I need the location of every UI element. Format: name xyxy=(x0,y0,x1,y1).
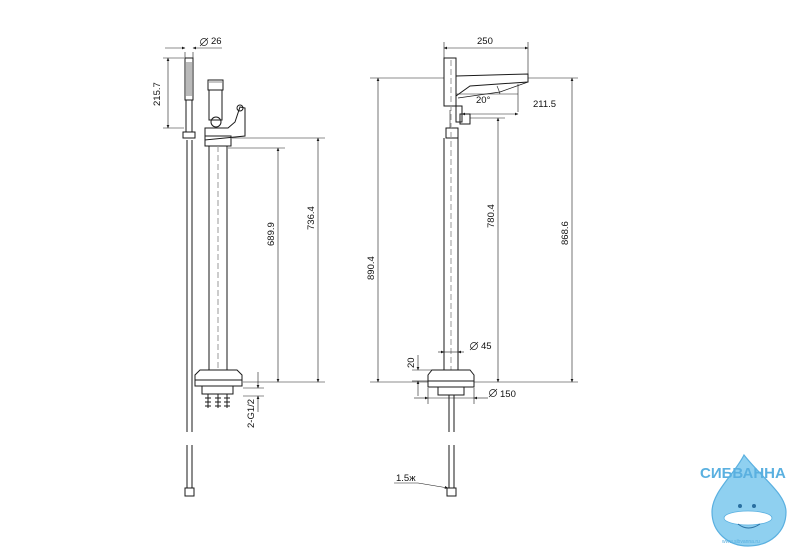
label-20-deg: 20° xyxy=(476,95,491,106)
dim-d26 xyxy=(165,37,222,58)
label-215-7: 215.7 xyxy=(152,82,163,106)
logo-url: www.sibvanna.ru xyxy=(722,539,760,545)
dim-hose-length xyxy=(394,482,449,489)
label-868-6: 868.6 xyxy=(560,221,571,245)
label-hose: 1.5ж xyxy=(396,473,416,484)
mixer-body xyxy=(204,79,246,147)
label-890-4: 890.4 xyxy=(366,256,377,280)
dim-d150 xyxy=(414,388,498,404)
label-thread: 2-G1/2 xyxy=(246,399,257,428)
right-view xyxy=(370,42,578,497)
dim-890-4 xyxy=(370,77,444,383)
right-view-labels: 250 20° 211.5 780.4 868.6 890.4 45 20 15… xyxy=(366,36,571,484)
left-view-labels: 26 215.7 689.9 736.4 2-G1/2 xyxy=(152,36,317,428)
label-736-4: 736.4 xyxy=(306,206,317,230)
hose-left xyxy=(184,140,195,497)
column-left xyxy=(194,146,243,395)
label-211-5: 211.5 xyxy=(533,99,556,110)
label-d150: 150 xyxy=(500,389,516,400)
dim-736-4 xyxy=(232,137,325,383)
label-250: 250 xyxy=(477,36,493,47)
dim-215-7 xyxy=(163,57,184,129)
hose-right xyxy=(446,395,457,497)
sibvanna-logo: СИБВАННА www.sibvanna.ru xyxy=(700,453,787,547)
dim-20 xyxy=(412,355,432,396)
spout xyxy=(443,57,529,123)
dim-868-6 xyxy=(505,77,578,383)
dim-211-5 xyxy=(461,84,519,116)
dim-thread xyxy=(243,372,264,412)
dim-250 xyxy=(443,42,529,74)
inlet-pipes xyxy=(205,394,230,408)
dim-689-9 xyxy=(228,147,285,383)
label-780-4: 780.4 xyxy=(486,204,497,228)
hand-shower xyxy=(182,57,196,139)
water-drop-icon xyxy=(711,453,787,547)
dim-d45 xyxy=(438,341,479,354)
dim-780-4 xyxy=(470,117,505,383)
dim-angle xyxy=(456,85,518,95)
label-20: 20 xyxy=(406,357,417,368)
logo-name: СИБВАННА xyxy=(700,465,786,482)
label-689-9: 689.9 xyxy=(266,222,277,246)
label-d45: 45 xyxy=(481,341,492,352)
label-d26: 26 xyxy=(211,36,222,47)
column-right xyxy=(427,60,475,396)
left-view xyxy=(163,37,325,497)
